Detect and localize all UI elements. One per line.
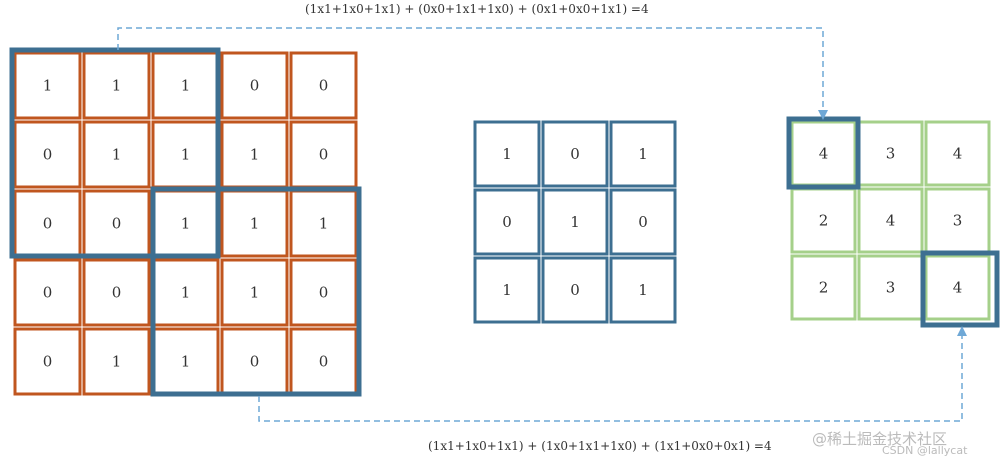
output-value-r0-c0: 4 bbox=[819, 145, 829, 163]
input-cell-r4-c2 bbox=[151, 327, 220, 396]
input-value-r4-c2: 1 bbox=[181, 353, 191, 371]
input-value-r2-c4: 1 bbox=[319, 215, 329, 233]
input-value-r3-c2: 1 bbox=[181, 284, 191, 302]
output-cell-r2-c1 bbox=[857, 254, 924, 321]
input-value-r0-c2: 1 bbox=[181, 77, 191, 95]
input-value-r0-c0: 1 bbox=[43, 77, 53, 95]
output-cell-r1-c0 bbox=[790, 187, 857, 254]
input-cell-r1-c4 bbox=[289, 120, 358, 189]
kernel-value-r0-c0: 1 bbox=[502, 145, 512, 163]
output-cell-r0-c2 bbox=[924, 120, 991, 187]
output-matrix: 4 3 4 2 4 3 2 3 4 bbox=[790, 120, 991, 321]
output-cell-highlight-bottom-right bbox=[920, 250, 1000, 328]
kernel-cell-r2-c0 bbox=[473, 256, 541, 324]
input-value-r1-c0: 0 bbox=[43, 146, 53, 164]
input-value-r4-c3: 0 bbox=[250, 353, 260, 371]
input-window-bottom-right bbox=[150, 186, 362, 397]
kernel-cell-r1-c2 bbox=[609, 188, 677, 256]
input-cell-r3-c4 bbox=[289, 258, 358, 327]
input-cell-r3-c1 bbox=[82, 258, 151, 327]
input-value-r3-c4: 0 bbox=[319, 284, 329, 302]
input-matrix: 1 1 1 0 0 0 1 1 1 0 0 0 1 1 1 0 0 1 1 0 0 1 1 0 0 bbox=[13, 51, 358, 396]
input-cell-r1-c2 bbox=[151, 120, 220, 189]
kernel-value-r0-c2: 1 bbox=[638, 145, 648, 163]
input-cell-r0-c3 bbox=[220, 51, 289, 120]
bottom-calculation-caption: (1x1+1x0+1x1) + (1x0+1x1+1x0) + (1x1+0x0… bbox=[428, 439, 772, 453]
input-value-r4-c1: 1 bbox=[112, 353, 122, 371]
kernel-value-r2-c0: 1 bbox=[502, 281, 512, 299]
input-value-r1-c4: 0 bbox=[319, 146, 329, 164]
input-value-r4-c4: 0 bbox=[319, 353, 329, 371]
input-cell-r2-c1 bbox=[82, 189, 151, 258]
input-cell-r1-c1 bbox=[82, 120, 151, 189]
kernel-value-r1-c2: 0 bbox=[638, 213, 648, 231]
kernel-value-r2-c1: 0 bbox=[570, 281, 580, 299]
output-value-r0-c1: 3 bbox=[886, 145, 896, 163]
output-value-r1-c0: 2 bbox=[819, 212, 829, 230]
connector-arrows bbox=[117, 27, 967, 422]
input-window-top-left bbox=[9, 47, 221, 259]
input-cell-r1-c0 bbox=[13, 120, 82, 189]
output-cell-r2-c2 bbox=[924, 254, 991, 321]
output-value-r0-c2: 4 bbox=[953, 145, 963, 163]
input-cell-r4-c0 bbox=[13, 327, 82, 396]
input-cell-r4-c3 bbox=[220, 327, 289, 396]
kernel-cell-r2-c1 bbox=[541, 256, 609, 324]
output-value-r2-c0: 2 bbox=[819, 279, 829, 297]
input-value-r1-c1: 1 bbox=[112, 146, 122, 164]
output-value-r1-c2: 3 bbox=[953, 212, 963, 230]
kernel-cell-r1-c0 bbox=[473, 188, 541, 256]
kernel-value-r2-c2: 1 bbox=[638, 281, 648, 299]
input-cell-r4-c1 bbox=[82, 327, 151, 396]
input-cell-r3-c3 bbox=[220, 258, 289, 327]
output-cell-r2-c0 bbox=[790, 254, 857, 321]
input-cell-r0-c2 bbox=[151, 51, 220, 120]
input-cell-r0-c1 bbox=[82, 51, 151, 120]
input-value-r4-c0: 0 bbox=[43, 353, 53, 371]
input-value-r2-c0: 0 bbox=[43, 215, 53, 233]
input-value-r3-c0: 0 bbox=[43, 284, 53, 302]
input-value-r3-c3: 1 bbox=[250, 284, 260, 302]
kernel-cell-r1-c1 bbox=[541, 188, 609, 256]
top-calculation-caption: (1x1+1x0+1x1) + (0x0+1x1+1x0) + (0x1+0x0… bbox=[305, 2, 649, 16]
input-value-r0-c3: 0 bbox=[250, 77, 260, 95]
output-value-r1-c1: 4 bbox=[886, 212, 896, 230]
kernel-value-r1-c1: 1 bbox=[570, 213, 580, 231]
input-value-r1-c2: 1 bbox=[181, 146, 191, 164]
input-cell-r2-c0 bbox=[13, 189, 82, 258]
output-cell-r1-c1 bbox=[857, 187, 924, 254]
kernel-matrix: 1 0 1 0 1 0 1 0 1 bbox=[473, 120, 677, 324]
input-value-r0-c1: 1 bbox=[112, 77, 122, 95]
top-arrow bbox=[117, 27, 828, 120]
kernel-cell-r0-c1 bbox=[541, 120, 609, 188]
site-watermark: @稀土掘金技术社区 bbox=[812, 430, 948, 448]
output-cell-r0-c1 bbox=[857, 120, 924, 187]
input-cell-r3-c0 bbox=[13, 258, 82, 327]
kernel-cell-r0-c2 bbox=[609, 120, 677, 188]
input-value-r3-c1: 0 bbox=[112, 284, 122, 302]
input-cell-r0-c0 bbox=[13, 51, 82, 120]
kernel-value-r0-c1: 0 bbox=[570, 145, 580, 163]
input-value-r2-c1: 0 bbox=[112, 215, 122, 233]
output-value-r2-c2: 4 bbox=[953, 279, 963, 297]
author-watermark: CSDN @lallycat bbox=[882, 444, 968, 457]
input-value-r1-c3: 1 bbox=[250, 146, 260, 164]
kernel-value-r1-c0: 0 bbox=[502, 213, 512, 231]
input-cell-r2-c4 bbox=[289, 189, 358, 258]
input-cell-r0-c4 bbox=[289, 51, 358, 120]
output-value-r2-c1: 3 bbox=[886, 279, 896, 297]
kernel-cell-r0-c0 bbox=[473, 120, 541, 188]
input-value-r0-c4: 0 bbox=[319, 77, 329, 95]
kernel-cell-r2-c2 bbox=[609, 256, 677, 324]
bottom-arrow bbox=[258, 326, 967, 422]
input-value-r2-c2: 1 bbox=[181, 215, 191, 233]
input-value-r2-c3: 1 bbox=[250, 215, 260, 233]
